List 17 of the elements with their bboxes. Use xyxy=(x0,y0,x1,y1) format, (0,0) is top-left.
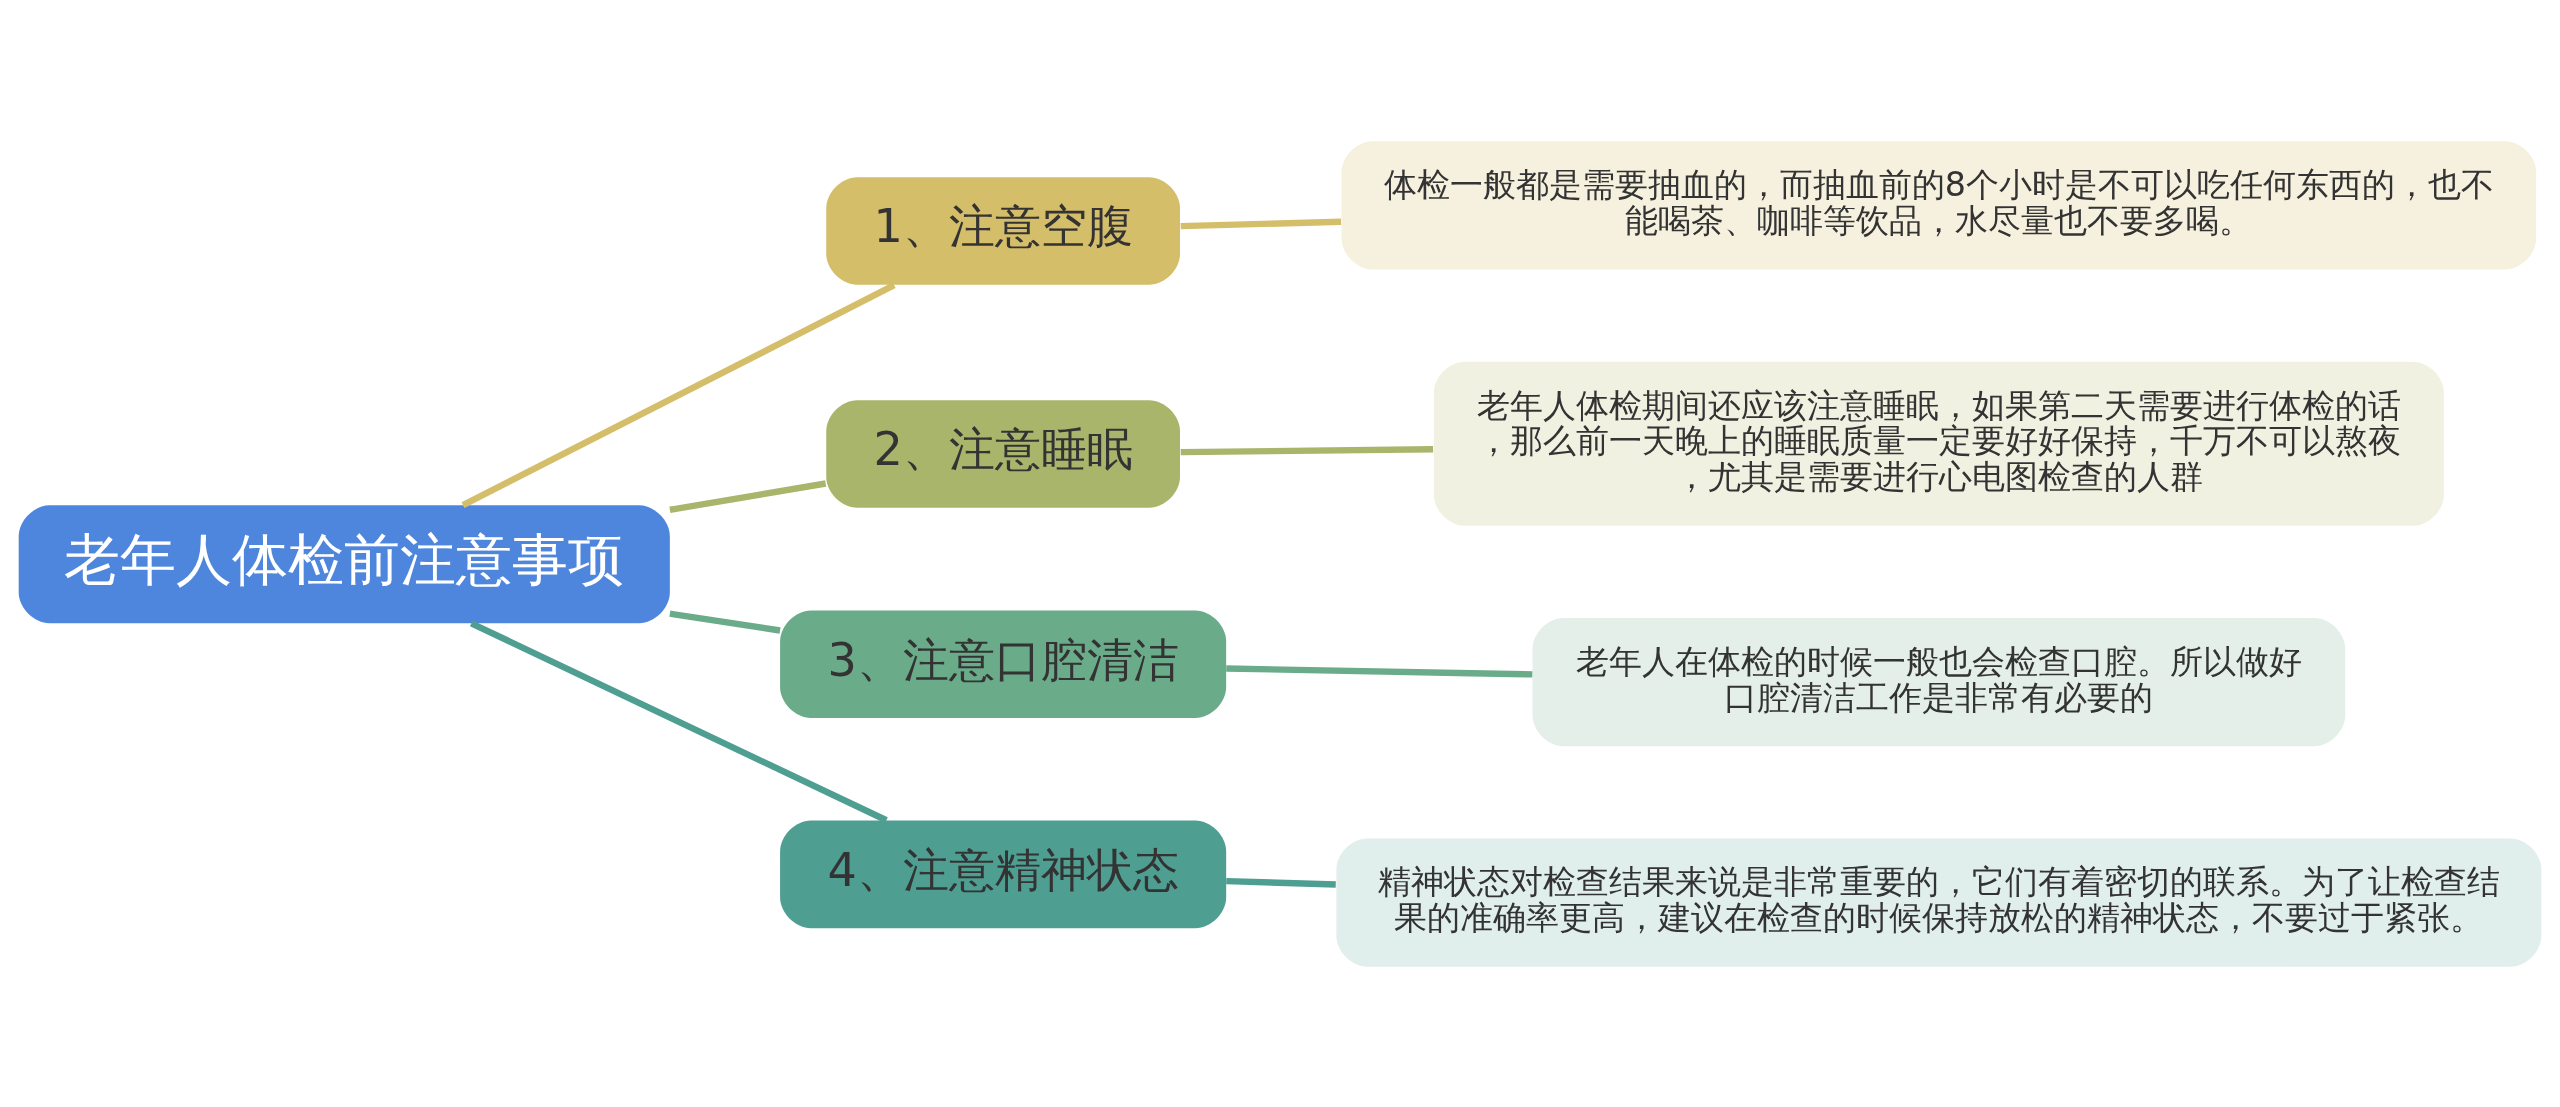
node-box: 1、注意空腹 xyxy=(826,176,1180,285)
node-box: 体检一般都是需要抽血的，而抽血前的8个小时是不可以吃任何东西的，也不能喝茶、咖啡等饮品，水尽量也不要多喝。 xyxy=(1341,140,2537,269)
connector xyxy=(1180,445,1434,455)
node-box: 2、注意睡眠 xyxy=(826,399,1180,508)
connector xyxy=(469,619,888,823)
node-box: 精神状态对检查结果来说是非常重要的，它们有着密切的联系。为了让检查结果的准确率更高，建议在检查的时候保持放松的精神状态，不要过于紧张。 xyxy=(1336,838,2542,967)
node-box: 老年人体检前注意事项 xyxy=(18,504,670,623)
connector xyxy=(461,281,896,508)
connector xyxy=(1180,218,1342,229)
node-box: 3、注意口腔清洁 xyxy=(780,609,1227,718)
node-box: 老年人在体检的时候一般也会检查口腔。所以做好口腔清洁工作是非常有必要的 xyxy=(1532,617,2346,746)
connector xyxy=(1226,877,1336,888)
connector xyxy=(669,610,781,634)
node-box: 老年人体检期间还应该注意睡眠，如果第二天需要进行体检的话，那么前一天晚上的睡眠质量一定要好好保持，千万不可以熬夜，尤其是需要进行心电图检查的人群 xyxy=(1433,361,2444,526)
connector xyxy=(669,479,827,513)
node-box: 4、注意精神状态 xyxy=(780,820,1227,928)
connector xyxy=(1226,664,1533,678)
